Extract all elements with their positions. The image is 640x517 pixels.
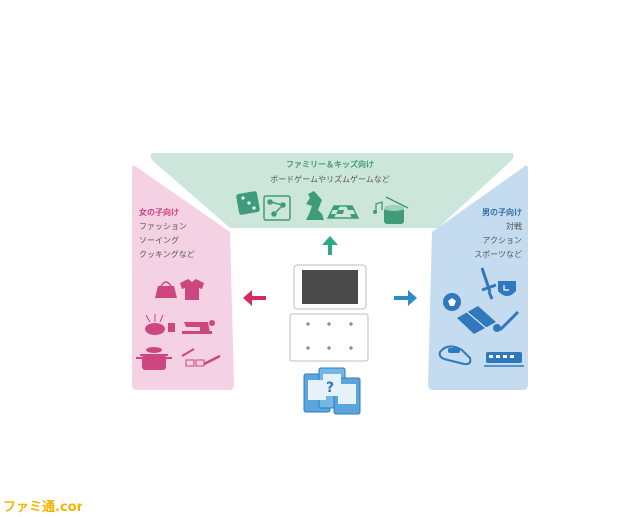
boys-panel	[428, 165, 528, 390]
chess-knight-icon	[306, 191, 324, 220]
soccer-ball-icon	[443, 293, 461, 311]
girls-line-1: ファッション	[139, 222, 187, 231]
girls-title: 女の子向け	[139, 208, 179, 217]
boys-line-1: 対戦	[506, 222, 522, 231]
handbag-icon	[155, 281, 177, 298]
girls-line-2: ソーイング	[139, 236, 179, 245]
chessboard-icon	[326, 205, 360, 219]
cooking-pot-icon	[136, 347, 172, 370]
race-track-icon	[438, 345, 472, 366]
svg-text:?: ?	[326, 380, 334, 396]
girls-line-3: クッキングなど	[139, 250, 195, 259]
boys-line-2: アクション	[482, 236, 522, 245]
famitsu-watermark-logo: ファミ通.com	[2, 498, 82, 517]
board-map-icon	[263, 195, 291, 221]
kitchen-tools-icon	[181, 348, 221, 367]
svg-text:ファミ通.com: ファミ通.com	[3, 499, 82, 515]
family-title: ファミリー＆キッズ向け	[286, 160, 374, 169]
character-cards-icon: ?	[303, 367, 361, 415]
sewing-machine-icon	[182, 320, 215, 334]
arrow-left-icon	[243, 290, 266, 306]
drum-music-icon	[373, 196, 409, 224]
pincushion-icon	[145, 314, 175, 335]
arrow-up-icon	[322, 236, 338, 255]
tshirt-icon	[180, 279, 204, 300]
soccer-field-icon	[457, 306, 496, 334]
sword-icon	[480, 267, 497, 300]
tablet-device-icon	[293, 264, 367, 310]
dice-icon	[236, 191, 260, 215]
touch-grid-icon	[289, 313, 369, 362]
boys-title: 男の子向け	[482, 208, 522, 217]
train-icon	[484, 352, 524, 367]
baseball-bat-icon	[493, 310, 520, 332]
boys-line-3: スポーツなど	[474, 250, 522, 259]
arrow-right-icon	[394, 290, 417, 306]
shield-icon	[498, 281, 516, 296]
family-subtitle: ボードゲームやリズムゲームなど	[270, 175, 390, 184]
